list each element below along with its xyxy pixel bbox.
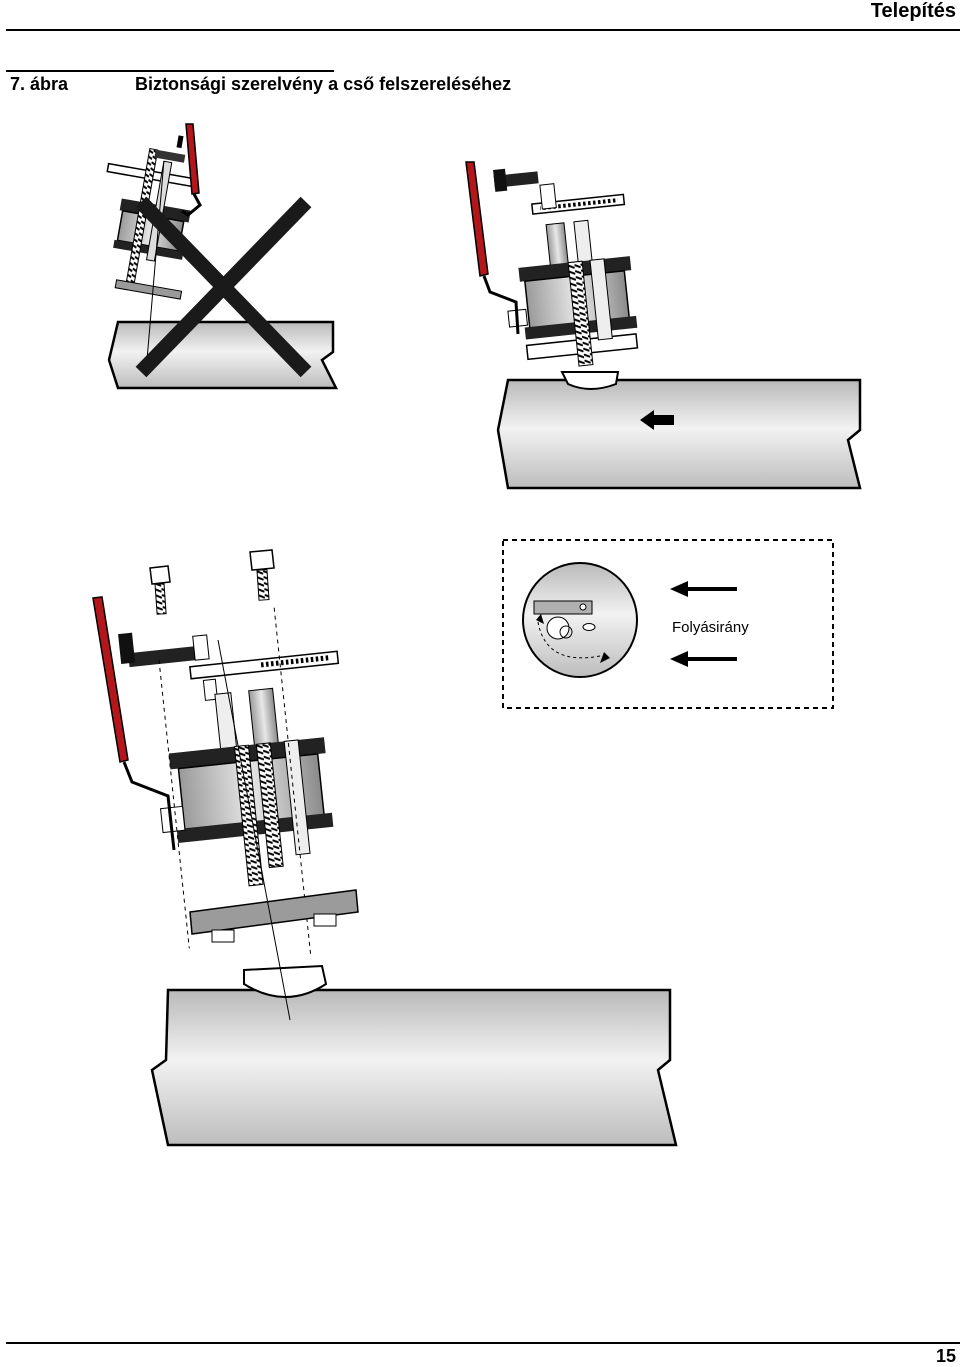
section-title: Telepítés xyxy=(870,0,956,22)
pipe xyxy=(150,964,678,1147)
figure-caption: Biztonsági szerelvény a cső felszerelésé… xyxy=(135,74,512,94)
bolt xyxy=(249,549,275,601)
ball-valve-handle xyxy=(181,123,202,217)
exploded-view-panel xyxy=(92,549,678,1147)
exploded-assembly xyxy=(118,607,340,956)
ball-valve-handle xyxy=(465,161,520,335)
pipe xyxy=(496,371,862,490)
flow-arrow xyxy=(670,651,737,667)
wrong-installation-cross xyxy=(135,196,312,378)
pipe xyxy=(107,320,339,390)
flow-arrow xyxy=(670,581,737,597)
rotation-arrow xyxy=(537,621,601,659)
figure-title-divider xyxy=(6,70,334,72)
header-divider xyxy=(6,29,960,31)
flange-plate xyxy=(189,889,359,943)
figure-number: 7. ábra xyxy=(10,74,69,94)
footer-divider xyxy=(6,1342,960,1344)
flow-direction-label: Folyásirány xyxy=(672,619,749,636)
page-number: 15 xyxy=(935,1346,956,1366)
flow-arrow xyxy=(640,410,674,430)
bolt xyxy=(149,565,171,615)
correct-installation-panel xyxy=(465,161,862,490)
wrong-installation-panel xyxy=(106,123,339,390)
correct-assembly xyxy=(493,168,639,367)
flow-direction-inset: Folyásirány xyxy=(502,539,834,709)
ball-valve-handle xyxy=(92,596,176,851)
